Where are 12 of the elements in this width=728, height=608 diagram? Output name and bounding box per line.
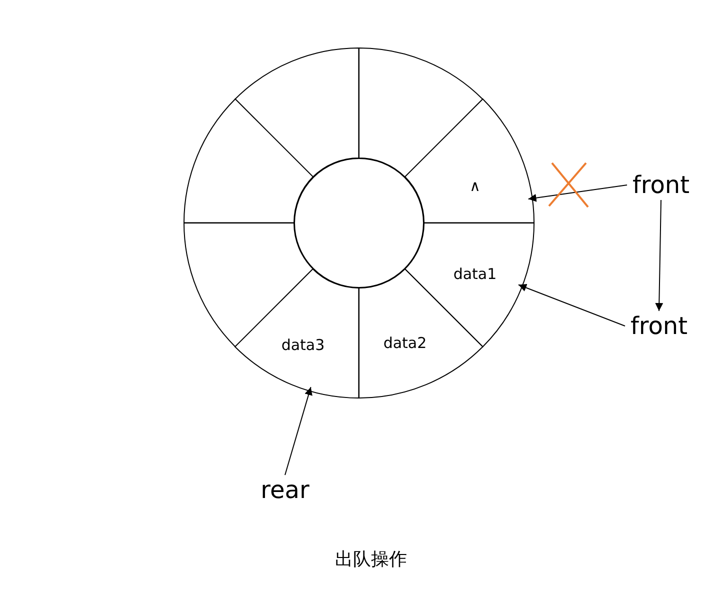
pointer-label: rear	[260, 478, 310, 502]
caption: 出队操作	[334, 548, 408, 572]
cell-value: ∧	[470, 176, 480, 197]
cell-value: data2	[383, 332, 427, 354]
arrow	[655, 200, 664, 312]
cell-value: data1	[453, 264, 497, 285]
arrow	[284, 386, 312, 476]
pointer-label: front	[632, 173, 690, 197]
cell-value: data3	[281, 334, 325, 356]
arrow	[528, 184, 628, 202]
pointer-label: front	[630, 314, 688, 338]
arrow	[518, 284, 626, 326]
